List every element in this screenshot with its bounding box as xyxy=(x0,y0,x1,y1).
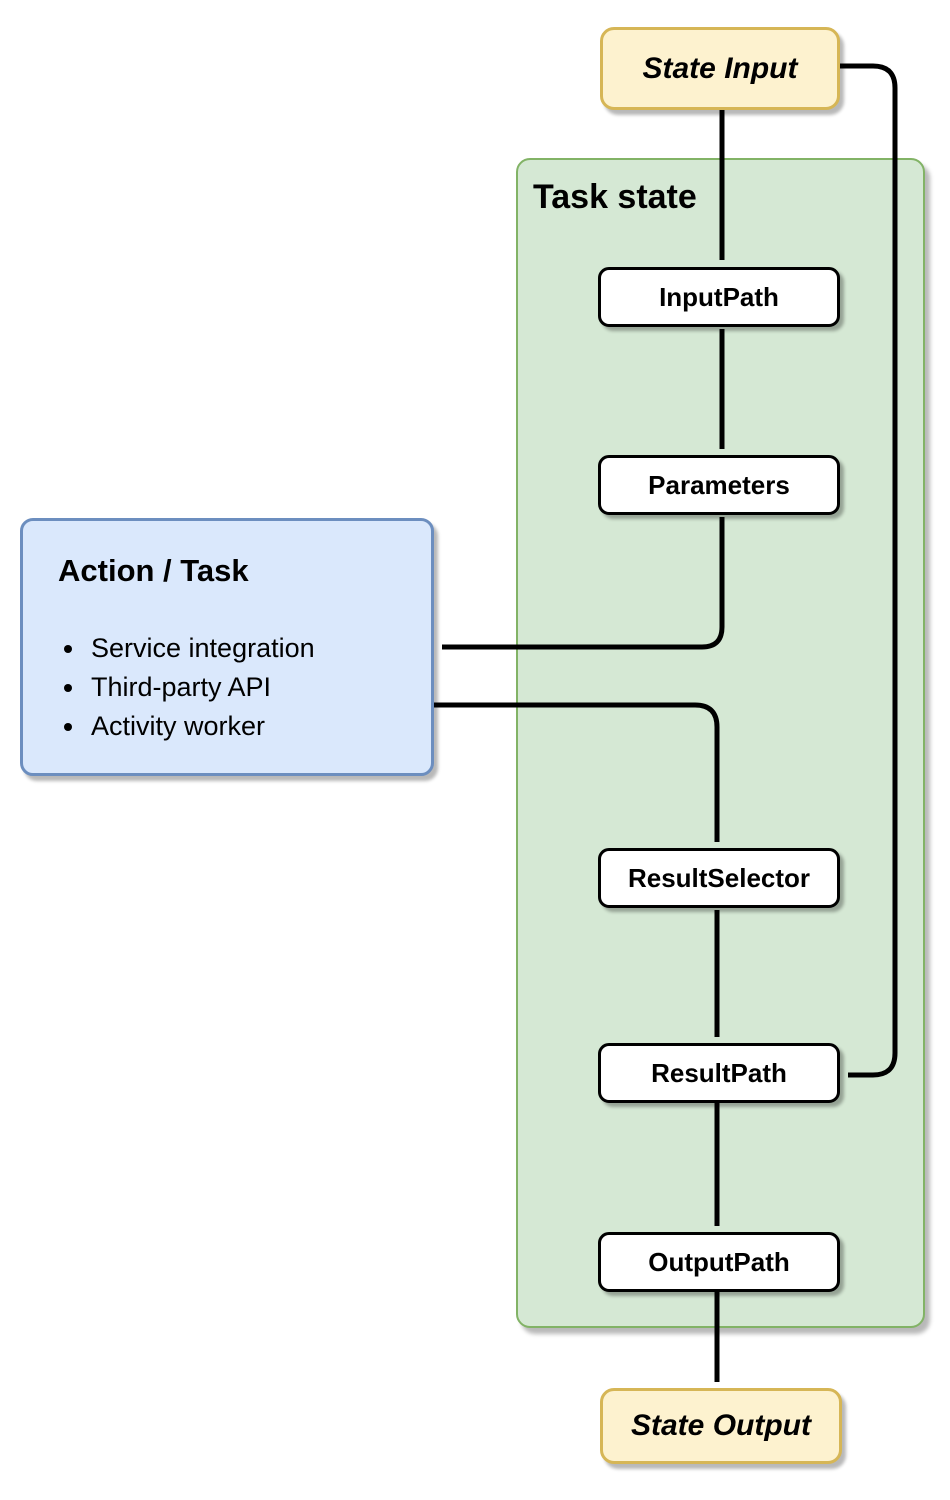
action-task-node: Action / Task Service integration Third-… xyxy=(20,518,434,776)
task-state-label: Task state xyxy=(533,178,697,216)
action-task-bullet-service-integration: Service integration xyxy=(87,629,315,668)
state-output-node: State Output xyxy=(600,1388,842,1464)
inputpath-label: InputPath xyxy=(659,281,779,312)
inputpath-node: InputPath xyxy=(598,267,840,327)
parameters-label: Parameters xyxy=(648,469,790,500)
resultselector-node: ResultSelector xyxy=(598,848,840,908)
parameters-node: Parameters xyxy=(598,455,840,515)
action-task-bullet-list: Service integration Third-party API Acti… xyxy=(63,629,315,746)
resultselector-label: ResultSelector xyxy=(627,862,811,893)
state-output-label: State Output xyxy=(631,1409,811,1442)
outputpath-label: OutputPath xyxy=(648,1246,790,1277)
outputpath-node: OutputPath xyxy=(598,1232,840,1292)
state-input-node: State Input xyxy=(600,27,840,110)
resultpath-node: ResultPath xyxy=(598,1043,840,1103)
state-input-label: State Input xyxy=(642,51,798,85)
task-state-container xyxy=(516,158,925,1328)
resultpath-label: ResultPath xyxy=(651,1057,787,1088)
action-task-bullet-third-party-api: Third-party API xyxy=(87,668,315,707)
action-task-title: Action / Task xyxy=(58,553,249,588)
action-task-bullet-activity-worker: Activity worker xyxy=(87,707,315,746)
